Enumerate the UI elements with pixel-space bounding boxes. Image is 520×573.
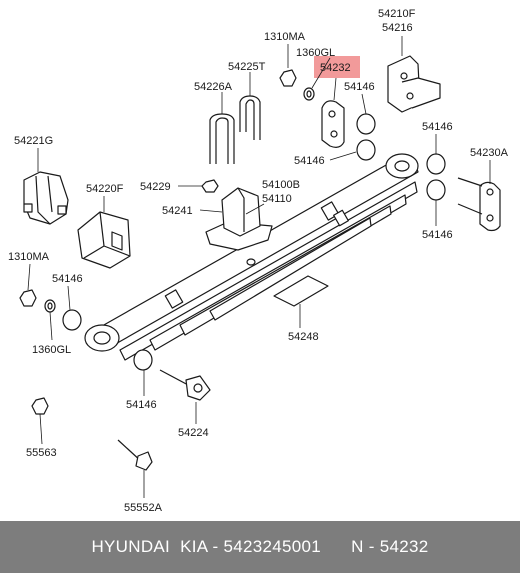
label-54210f: 54210F bbox=[378, 8, 416, 20]
label-1360gl-left: 1360GL bbox=[32, 344, 71, 356]
label-54221g: 54221G bbox=[14, 135, 53, 147]
label-1310ma-top: 1310MA bbox=[264, 31, 306, 43]
highlight-box-54232 bbox=[314, 56, 360, 78]
label-54226a: 54226A bbox=[194, 81, 233, 93]
shackle-54230A bbox=[457, 177, 501, 232]
leaf-spring-assembly bbox=[84, 153, 419, 361]
label-54146-b: 54146 bbox=[422, 121, 453, 133]
parts-diagram: 1310MA 54210F 54216 1360GL 54232 54225T … bbox=[8, 8, 509, 514]
label-54248: 54248 bbox=[288, 331, 319, 343]
label-55552a: 55552A bbox=[124, 502, 163, 514]
label-54241: 54241 bbox=[162, 205, 193, 217]
leader-lines bbox=[27, 36, 491, 498]
label-54110: 54110 bbox=[262, 193, 292, 205]
label-54146-a: 54146 bbox=[344, 81, 375, 93]
label-54230a: 54230A bbox=[470, 147, 509, 159]
label-1310ma-left: 1310MA bbox=[8, 251, 50, 263]
front-bracket-54220F bbox=[77, 211, 131, 269]
label-54146-d: 54146 bbox=[422, 229, 453, 241]
plate-54248 bbox=[273, 275, 329, 307]
rear-hanger-54210F bbox=[387, 55, 441, 113]
label-54216: 54216 bbox=[382, 22, 413, 34]
spring-seat-54241 bbox=[205, 187, 273, 251]
bracket-54221G bbox=[23, 171, 69, 225]
bushings bbox=[62, 113, 446, 371]
u-bolts bbox=[209, 95, 261, 164]
label-54146-f: 54146 bbox=[126, 399, 157, 411]
label-54225t: 54225T bbox=[228, 61, 266, 73]
label-54146-c: 54146 bbox=[294, 155, 325, 167]
label-54220f: 54220F bbox=[86, 183, 124, 195]
label-1360gl-top: 1360GL bbox=[296, 47, 335, 59]
footer-part-number: HYUNDAI KIA - 5423245001 N - 54232 bbox=[91, 537, 429, 556]
label-55563: 55563 bbox=[26, 447, 57, 459]
label-54229: 54229 bbox=[140, 181, 171, 193]
shackle-link-54232 bbox=[321, 100, 345, 148]
pin-54224 bbox=[159, 369, 211, 401]
label-54146-e: 54146 bbox=[52, 273, 83, 285]
label-54224: 54224 bbox=[178, 427, 209, 439]
label-54232: 54232 bbox=[320, 62, 351, 74]
nuts-washers bbox=[19, 69, 315, 415]
footer-bar: HYUNDAI KIA - 5423245001 N - 54232 bbox=[0, 521, 520, 573]
label-54100b: 54100B bbox=[262, 179, 300, 191]
bolt-55552A bbox=[117, 439, 153, 471]
